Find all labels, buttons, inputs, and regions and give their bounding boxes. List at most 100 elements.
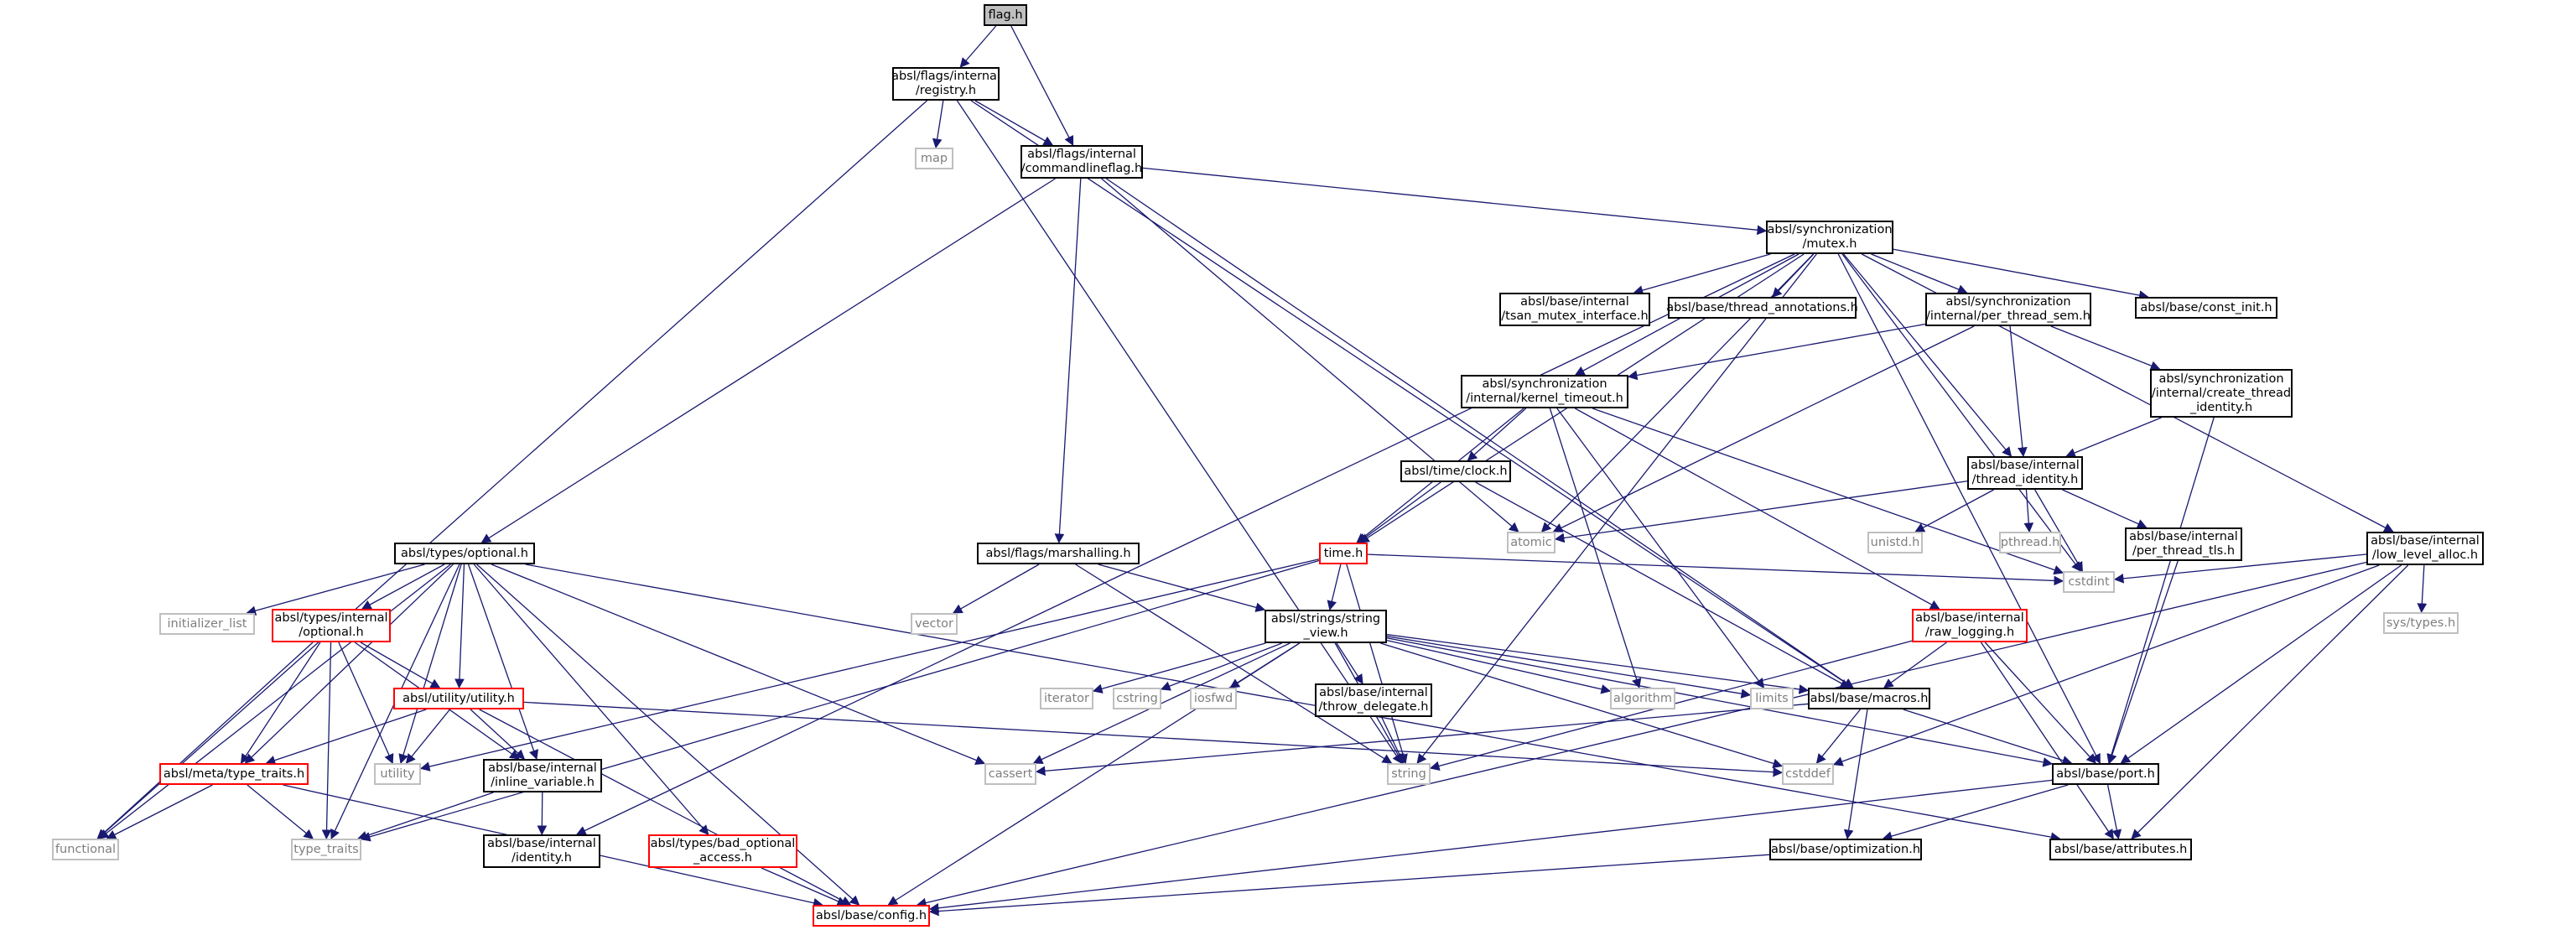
node-port[interactable]: absl/base/port.h: [2052, 763, 2159, 785]
edge-type_traits_h-to-functional: [106, 784, 213, 839]
node-thread-identity[interactable]: absl/base/internal /thread_identity.h: [1967, 456, 2083, 490]
node-thread-annotations[interactable]: absl/base/thread_annotations.h: [1666, 297, 1858, 319]
node-clock[interactable]: absl/time/clock.h: [1400, 460, 1511, 482]
edge-registry-to-functional: [96, 100, 927, 839]
node-flag-h[interactable]: flag.h: [984, 4, 1027, 26]
node-unistd: unistd.h: [1867, 532, 1923, 553]
edge-mutex-to-port: [1837, 253, 2101, 765]
node-create-thread-identity[interactable]: absl/synchronization /internal/create_th…: [2150, 369, 2293, 418]
edge-utility_h-to-cstddef: [523, 701, 1784, 777]
edge-string_view-to-macros: [1386, 634, 1810, 694]
edge-string_view-to-cstddef: [1380, 642, 1784, 769]
edge-raw_logging-to-attributes: [1980, 642, 2114, 839]
edge-time-to-utility: [419, 559, 1320, 772]
edge-registry-to-map: [932, 100, 944, 149]
edge-kernel_timeout-to-limits: [1556, 408, 1765, 688]
edge-kernel_timeout-to-cstdint: [1592, 408, 2064, 575]
node-kernel-timeout[interactable]: absl/synchronization /internal/kernel_ti…: [1461, 375, 1628, 408]
node-bad-optional-access[interactable]: absl/types/bad_optional _access.h: [648, 834, 797, 868]
node-atomic: atomic: [1507, 532, 1555, 553]
node-macros[interactable]: absl/base/macros.h: [1808, 688, 1930, 709]
edge-thread_identity-to-unistd: [1914, 489, 1994, 533]
edge-type_traits_h-to-type_traits: [247, 784, 314, 839]
edge-string_view-to-config: [887, 642, 1300, 906]
edge-optional-to-bad_optional_access: [473, 564, 709, 835]
edge-macros-to-cassert: [1035, 703, 1809, 777]
node-identity[interactable]: absl/base/internal /identity.h: [483, 834, 600, 868]
edge-optional-to-initializer_list: [246, 564, 425, 616]
edge-optional-to-functional: [98, 564, 451, 839]
edge-types_internal_optional-to-type_traits: [321, 642, 332, 840]
edge-kernel_timeout-to-raw_logging: [1575, 408, 1940, 610]
node-marshalling[interactable]: absl/flags/marshalling.h: [977, 543, 1140, 564]
edge-registry-to-commandlineflag: [974, 100, 1054, 146]
node-per-thread-tls[interactable]: absl/base/internal /per_thread_tls.h: [2125, 527, 2242, 561]
edge-mutex-to-const_init: [1893, 248, 2149, 300]
edge-create_thread_identity-to-port: [2106, 417, 2215, 765]
edge-registry-to-macros: [970, 100, 1854, 688]
edge-thread_identity-to-cstdint: [2034, 489, 2083, 573]
node-string-view[interactable]: absl/strings/string _view.h: [1265, 610, 1387, 643]
edge-port-to-attributes: [2106, 784, 2122, 840]
node-config[interactable]: absl/base/config.h: [813, 905, 930, 927]
edge-time-to-cstdint: [1367, 553, 2064, 586]
node-registry[interactable]: absl/flags/internal /registry.h: [891, 67, 1000, 101]
node-cstring: cstring: [1113, 688, 1161, 709]
node-attributes[interactable]: absl/base/attributes.h: [2049, 839, 2192, 860]
edge-mutex-to-identity: [575, 253, 1795, 835]
edge-low_level_alloc-to-config: [916, 561, 2367, 908]
edge-per_thread_sem-to-thread_identity: [2009, 325, 2028, 458]
node-raw-logging[interactable]: absl/base/internal /raw_logging.h: [1912, 609, 2028, 642]
edge-string_view-to-algorithm: [1386, 639, 1612, 694]
edge-thread_identity-to-pthread: [2023, 489, 2034, 533]
node-map: map: [915, 148, 953, 169]
edge-mutex-to-tsan: [1633, 253, 1771, 295]
edge-clock-to-macros: [1475, 481, 1851, 688]
edge-commandlineflag-to-mutex: [1142, 167, 1768, 236]
edge-string_view-to-iterator: [1092, 642, 1266, 694]
edge-flag_h-to-registry: [959, 25, 997, 68]
node-limits: limits: [1750, 688, 1794, 709]
edge-optional-to-cassert: [491, 564, 986, 765]
edge-low_level_alloc-to-cstddef: [1832, 564, 2380, 766]
node-tsan[interactable]: absl/base/internal /tsan_mutex_interface…: [1499, 293, 1650, 326]
node-type-traits-h[interactable]: absl/meta/type_traits.h: [159, 763, 309, 785]
edge-time-to-string_view: [1327, 564, 1342, 611]
node-vector: vector: [911, 613, 958, 635]
edge-optional-to-types_internal_optional: [361, 564, 445, 610]
edge-commandlineflag-to-marshalling: [1054, 178, 1082, 544]
edge-macros-to-optimization: [1843, 709, 1868, 840]
node-iosfwd: iosfwd: [1190, 688, 1237, 709]
edge-optional-to-utility_h: [454, 564, 465, 689]
node-commandlineflag[interactable]: absl/flags/internal /commandlineflag.h: [1021, 145, 1143, 179]
node-types-internal-optional[interactable]: absl/types/internal /optional.h: [272, 609, 391, 642]
node-optional[interactable]: absl/types/optional.h: [394, 543, 535, 564]
node-optimization[interactable]: absl/base/optimization.h: [1769, 839, 1922, 860]
edge-string_view-to-cassert: [1032, 642, 1291, 764]
node-cassert: cassert: [984, 763, 1036, 785]
node-inline-variable[interactable]: absl/base/internal /inline_variable.h: [483, 759, 602, 792]
edge-bad_optional_access-to-config: [761, 867, 848, 907]
node-initializer-list: initializer_list: [159, 613, 255, 635]
edge-utility_h-to-type_traits_h: [265, 709, 427, 766]
edge-flag_h-to-commandlineflag: [1010, 25, 1074, 147]
node-per-thread-sem[interactable]: absl/synchronization /internal/per_threa…: [1925, 293, 2091, 326]
edge-per_thread_tls-to-port: [2107, 560, 2179, 765]
edge-marshalling-to-vector: [952, 564, 1040, 614]
edge-time-to-string: [1346, 564, 1408, 765]
node-time[interactable]: time.h: [1319, 543, 1368, 564]
edge-low_level_alloc-to-attributes: [2131, 564, 2409, 839]
node-throw-delegate[interactable]: absl/base/internal /throw_delegate.h: [1315, 683, 1432, 717]
edge-string_view-to-port: [1386, 637, 2054, 767]
edge-types_internal_optional-to-type_traits_h: [240, 642, 321, 764]
edge-utility_h-to-config: [479, 709, 852, 906]
node-const-init[interactable]: absl/base/const_init.h: [2135, 297, 2277, 319]
node-type-traits: type_traits: [291, 839, 361, 860]
edge-thread_identity-to-per_thread_tls: [2062, 489, 2148, 529]
node-mutex[interactable]: absl/synchronization /mutex.h: [1766, 221, 1893, 254]
node-string: string: [1387, 763, 1431, 785]
node-utility-h[interactable]: absl/utility/utility.h: [393, 688, 524, 709]
edge-raw_logging-to-macros: [1883, 642, 1947, 688]
node-low-level-alloc[interactable]: absl/base/internal /low_level_alloc.h: [2366, 532, 2484, 565]
